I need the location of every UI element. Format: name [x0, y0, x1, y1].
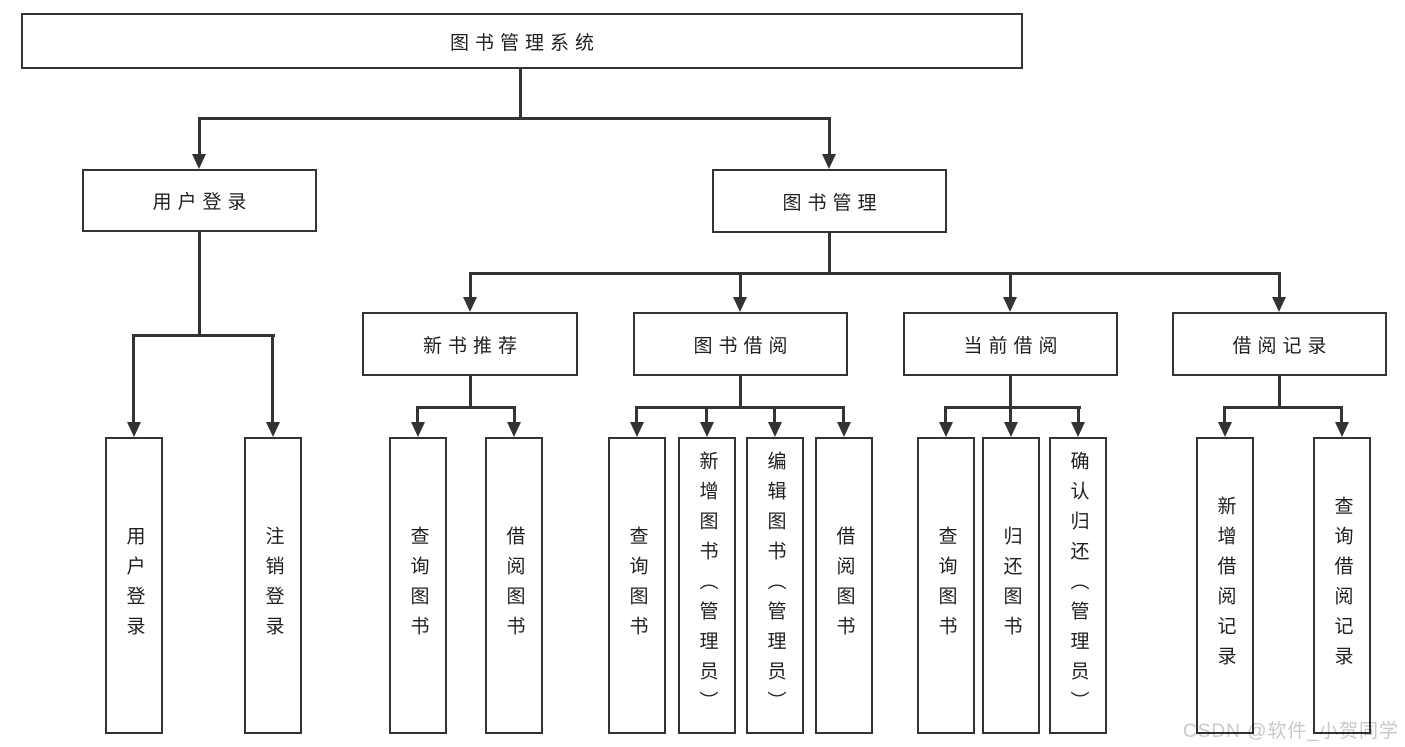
arrow-down-icon — [1003, 297, 1017, 312]
arrow-down-icon — [822, 154, 836, 169]
leaf-query-books: 查询图书 — [917, 437, 975, 734]
leaf-logout: 注销登录 — [244, 437, 302, 734]
arrow-down-icon — [507, 422, 521, 437]
connector-line — [828, 233, 831, 272]
arrow-down-icon — [127, 422, 141, 437]
connector-line — [469, 376, 472, 406]
connector-line — [198, 232, 201, 334]
leaf-borrow-books: 借阅图书 — [485, 437, 543, 734]
connector-line — [1009, 272, 1012, 300]
arrow-down-icon — [768, 422, 782, 437]
connector-line — [828, 117, 831, 157]
connector-line — [513, 406, 516, 424]
arrow-down-icon — [733, 297, 747, 312]
connector-line — [1340, 406, 1343, 424]
connector-line — [416, 406, 419, 424]
leaf-edit-book-admin: 编辑图书（管理员） — [746, 437, 804, 734]
arrow-down-icon — [1218, 422, 1232, 437]
arrow-down-icon — [192, 154, 206, 169]
connector-line — [739, 376, 742, 406]
leaf-query-books: 查询图书 — [608, 437, 666, 734]
arrow-down-icon — [700, 422, 714, 437]
connector-line — [198, 117, 831, 120]
connector-line — [198, 117, 201, 157]
connector-line — [1009, 376, 1012, 406]
connector-line — [1009, 406, 1012, 424]
leaf-add-book-admin: 新增图书（管理员） — [678, 437, 736, 734]
connector-line — [519, 69, 522, 119]
leaf-query-books: 查询图书 — [389, 437, 447, 734]
leaf-borrow-books: 借阅图书 — [815, 437, 873, 734]
connector-line — [635, 406, 845, 409]
arrow-down-icon — [411, 422, 425, 437]
connector-line — [635, 406, 638, 424]
connector-line — [469, 272, 472, 300]
connector-line — [1077, 406, 1080, 424]
arrow-down-icon — [939, 422, 953, 437]
arrow-down-icon — [837, 422, 851, 437]
arrow-down-icon — [1071, 422, 1085, 437]
node-current-borrowing: 当前借阅 — [903, 312, 1118, 376]
arrow-down-icon — [266, 422, 280, 437]
connector-line — [271, 334, 274, 424]
arrow-down-icon — [463, 297, 477, 312]
connector-line — [1278, 272, 1281, 300]
connector-line — [773, 406, 776, 424]
node-book-borrowing: 图书借阅 — [633, 312, 848, 376]
connector-line — [132, 334, 275, 337]
leaf-user-login: 用户登录 — [105, 437, 163, 734]
connector-line — [132, 334, 135, 424]
leaf-return-books: 归还图书 — [982, 437, 1040, 734]
arrow-down-icon — [1272, 297, 1286, 312]
node-library-system: 图书管理系统 — [21, 13, 1023, 69]
connector-line — [739, 272, 742, 300]
connector-line — [944, 406, 947, 424]
arrow-down-icon — [630, 422, 644, 437]
leaf-confirm-return-admin: 确认归还（管理员） — [1049, 437, 1107, 734]
connector-line — [842, 406, 845, 424]
arrow-down-icon — [1004, 422, 1018, 437]
node-book-management: 图书管理 — [712, 169, 947, 233]
node-user-login: 用户登录 — [82, 169, 317, 232]
connector-line — [1278, 376, 1281, 406]
csdn-watermark: CSDN @软件_小贺同学 — [1183, 721, 1399, 742]
connector-line — [416, 406, 516, 409]
arrow-down-icon — [1335, 422, 1349, 437]
leaf-add-borrow-record: 新增借阅记录 — [1196, 437, 1254, 734]
leaf-query-borrow-record: 查询借阅记录 — [1313, 437, 1371, 734]
connector-line — [705, 406, 708, 424]
connector-line — [1223, 406, 1343, 409]
node-borrow-records: 借阅记录 — [1172, 312, 1387, 376]
connector-line — [469, 272, 1281, 275]
node-new-book-recommendation: 新书推荐 — [362, 312, 578, 376]
connector-line — [1223, 406, 1226, 424]
connector-line — [944, 406, 1081, 409]
